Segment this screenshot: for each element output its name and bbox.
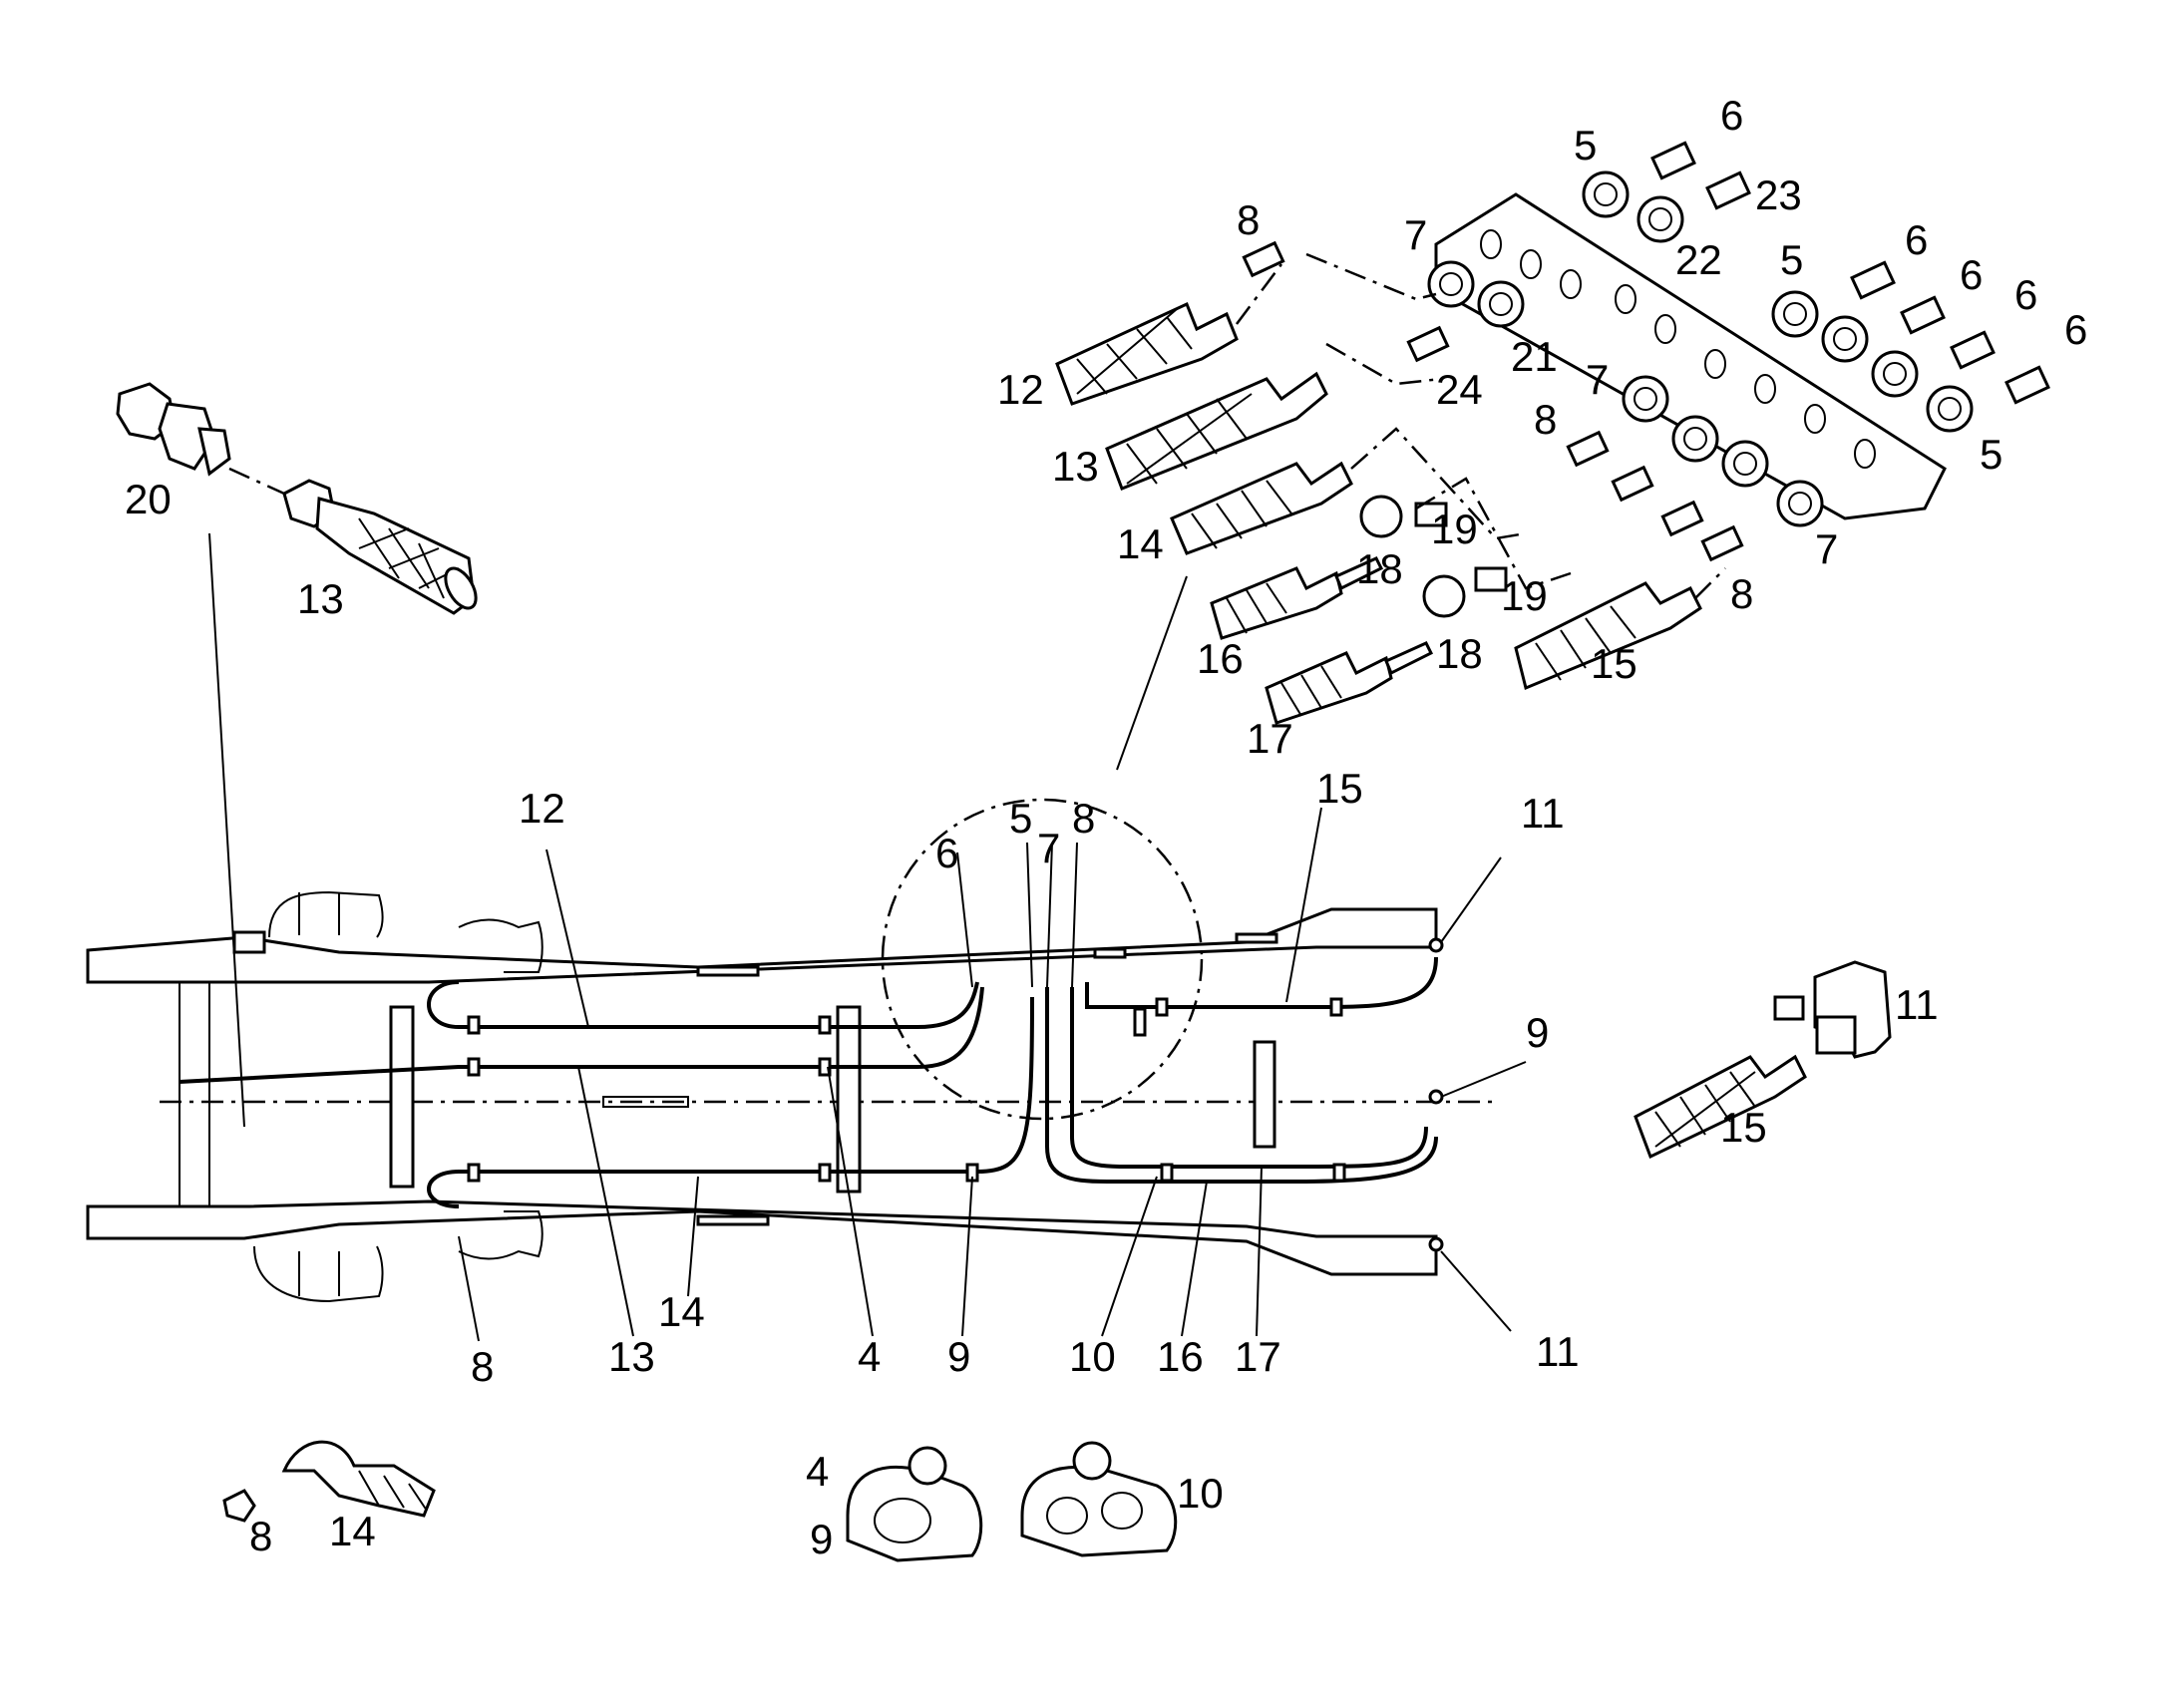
label-13: 13: [1052, 443, 1099, 490]
label-19-a: 19: [1431, 506, 1478, 552]
label-6-e: 6: [2064, 306, 2087, 353]
label-5-c: 5: [1980, 431, 2002, 478]
label-10-part: 10: [1177, 1470, 1224, 1517]
label-6-d: 6: [2014, 271, 2037, 318]
label-8-a: 8: [1237, 196, 1260, 243]
label-4-part: 4: [806, 1448, 829, 1495]
label-17-bottom: 17: [1235, 1333, 1281, 1380]
label-22: 22: [1675, 236, 1722, 283]
label-11-right: 11: [1895, 981, 1939, 1028]
label-23: 23: [1755, 171, 1802, 218]
fitting-11-group: [1634, 960, 1892, 1160]
label-24: 24: [1436, 366, 1483, 413]
chassis-frame: [86, 890, 1496, 1303]
label-16-a: 16: [1197, 635, 1244, 682]
label-5-chassis: 5: [1009, 795, 1032, 842]
label-18-a: 18: [1356, 545, 1403, 592]
label-11-bottom: 11: [1536, 1328, 1580, 1375]
label-18-b: 18: [1436, 630, 1483, 677]
assembly-links: [1236, 252, 1726, 599]
label-6-c: 6: [1960, 251, 1983, 298]
label-20: 20: [125, 476, 172, 522]
label-14-bottom: 14: [658, 1288, 705, 1335]
nut-parts: [1427, 171, 1974, 527]
label-6-a: 6: [1720, 92, 1743, 139]
hose-routes: [179, 798, 1444, 1260]
label-6-b: 6: [1905, 216, 1928, 263]
label-7-chassis: 7: [1037, 825, 1060, 871]
exploded-assembly: [1055, 141, 2050, 725]
label-17-a: 17: [1247, 715, 1293, 762]
bottom-parts: [222, 1440, 1178, 1562]
label-6-chassis: 6: [935, 830, 958, 876]
label-7-b: 7: [1586, 356, 1609, 403]
label-11-top: 11: [1521, 790, 1565, 837]
label-9-bottom: 9: [947, 1333, 970, 1380]
label-14-part: 14: [329, 1508, 376, 1554]
label-8-b: 8: [1534, 396, 1557, 443]
leader-lines: [208, 532, 1527, 1342]
fitting-20-group: [116, 382, 478, 615]
label-15-chassis: 15: [1316, 765, 1363, 812]
label-7-c: 7: [1815, 525, 1838, 572]
label-8-c: 8: [1730, 570, 1753, 617]
label-13-top: 13: [297, 575, 344, 622]
labels: 5 6 23 8 7 22 5 6 6 6 6 12 21 24 13 7 8 …: [125, 92, 2087, 1562]
label-16-bottom: 16: [1157, 1333, 1204, 1380]
exploded-hoses: [1055, 301, 1702, 725]
label-15-a: 15: [1591, 640, 1637, 687]
label-10-bottom: 10: [1069, 1333, 1116, 1380]
label-5-a: 5: [1574, 122, 1597, 169]
label-14: 14: [1117, 520, 1164, 567]
label-19-b: 19: [1501, 572, 1548, 619]
label-12: 12: [997, 366, 1044, 413]
label-9-part: 9: [810, 1516, 833, 1562]
label-13-bottom: 13: [608, 1333, 655, 1380]
label-21: 21: [1511, 333, 1558, 380]
label-9-right: 9: [1526, 1009, 1549, 1056]
label-8-bottom: 8: [471, 1343, 494, 1390]
label-5-b: 5: [1780, 236, 1803, 283]
label-7-a: 7: [1404, 211, 1427, 258]
label-4-bottom: 4: [858, 1333, 881, 1380]
nipple-parts: [1242, 141, 2050, 618]
label-8-chassis: 8: [1072, 795, 1095, 842]
label-12-chassis: 12: [519, 785, 565, 832]
label-15-right: 15: [1720, 1104, 1767, 1151]
label-8-part: 8: [249, 1513, 272, 1559]
